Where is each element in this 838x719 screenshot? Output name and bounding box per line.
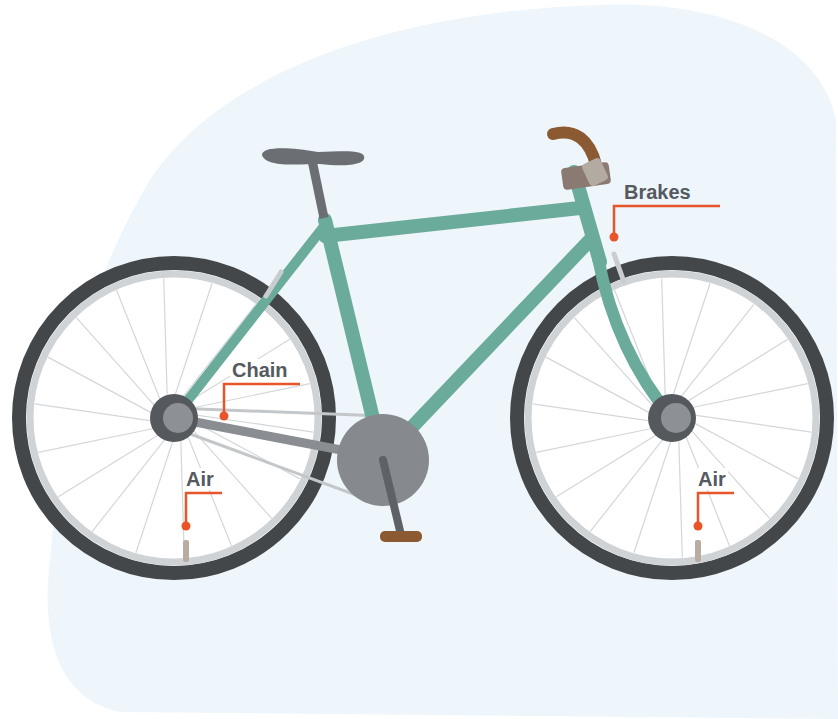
spoke bbox=[92, 433, 170, 531]
spoke bbox=[183, 339, 289, 405]
spoke bbox=[685, 384, 807, 409]
front-wheel bbox=[517, 263, 827, 573]
spoke bbox=[679, 433, 683, 558]
spoke bbox=[556, 431, 662, 497]
front-valve bbox=[695, 540, 701, 562]
leader-lines bbox=[186, 206, 734, 523]
leader-dots bbox=[182, 233, 703, 531]
spoke bbox=[187, 384, 309, 409]
spoke bbox=[58, 431, 164, 497]
spoke bbox=[683, 429, 729, 545]
spoke bbox=[662, 278, 666, 403]
handlebar bbox=[553, 132, 596, 165]
spoke bbox=[117, 290, 163, 406]
spoke bbox=[164, 278, 168, 403]
spoke bbox=[76, 318, 159, 411]
spoke bbox=[48, 357, 158, 416]
spoke bbox=[38, 427, 160, 452]
spoke bbox=[590, 433, 668, 531]
part-label: Air bbox=[184, 468, 216, 490]
front-hub bbox=[648, 394, 696, 442]
spoke bbox=[181, 433, 185, 558]
background-blob bbox=[48, 5, 838, 719]
crank-arm bbox=[383, 460, 401, 535]
rear-wheel bbox=[19, 263, 329, 573]
part-label: Air bbox=[696, 468, 728, 490]
rear-brake bbox=[266, 272, 281, 296]
frame bbox=[174, 172, 672, 460]
part-label: Chain bbox=[230, 359, 290, 381]
saddle bbox=[262, 148, 364, 165]
front-hub-cap bbox=[661, 403, 691, 433]
spoke bbox=[676, 304, 754, 402]
spoke bbox=[688, 414, 812, 432]
spoke bbox=[681, 339, 787, 405]
rear-hub-cap bbox=[163, 403, 193, 433]
spoke bbox=[536, 427, 658, 452]
rear-hub bbox=[150, 394, 198, 442]
rear-valve bbox=[183, 540, 189, 562]
spoke bbox=[178, 304, 256, 402]
pedal bbox=[380, 531, 422, 542]
seat-post bbox=[312, 160, 324, 218]
brake-lever bbox=[581, 157, 609, 187]
front-brake bbox=[614, 254, 624, 282]
part-label: Brakes bbox=[622, 181, 693, 203]
